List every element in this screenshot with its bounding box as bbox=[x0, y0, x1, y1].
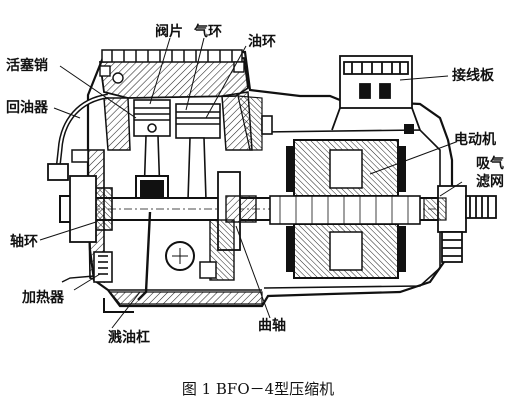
cylinder-wall-left bbox=[103, 97, 131, 151]
label-suction-1: 吸气 bbox=[476, 156, 504, 172]
label-shaft-ring: 轴环 bbox=[10, 234, 38, 250]
crankcase-wall bbox=[237, 95, 263, 151]
label-terminal-board: 接线板 bbox=[452, 68, 494, 84]
piston-left bbox=[133, 99, 171, 137]
label-splash-rod: 溅油杠 bbox=[108, 330, 150, 346]
suction-inlet bbox=[437, 185, 497, 263]
leader-lines bbox=[39, 37, 463, 329]
suction-filter-screen bbox=[423, 197, 447, 221]
bottom-hatch bbox=[108, 291, 263, 305]
figure-caption: 图 1 BFO－4型压缩机 bbox=[181, 380, 335, 398]
motor-stator bbox=[293, 139, 399, 279]
label-motor: 电动机 bbox=[454, 132, 496, 148]
label-oil-return: 回油器 bbox=[6, 100, 48, 116]
label-oil-ring: 油环 bbox=[248, 34, 276, 50]
oil-return-fitting bbox=[47, 163, 69, 181]
head-ribs bbox=[101, 49, 243, 63]
label-crankshaft: 曲轴 bbox=[258, 318, 286, 334]
lower-block bbox=[209, 219, 235, 281]
label-heater: 加热器 bbox=[22, 290, 64, 306]
label-piston-pin: 活塞销 bbox=[6, 58, 48, 74]
label-suction-2: 滤网 bbox=[476, 174, 504, 190]
heater bbox=[61, 251, 113, 283]
connecting-rod-right bbox=[187, 137, 207, 201]
head-bolts bbox=[99, 61, 245, 84]
motor-rotor bbox=[269, 195, 421, 225]
label-gas-ring: 气环 bbox=[194, 24, 222, 40]
splash-rod bbox=[137, 211, 152, 301]
front-bearing bbox=[69, 175, 97, 243]
terminal-box bbox=[331, 55, 421, 131]
piston-right bbox=[175, 103, 221, 139]
motor-windings bbox=[286, 146, 406, 272]
plug bbox=[261, 115, 273, 135]
label-valve-plate: 阀片 bbox=[155, 24, 183, 40]
bearing bbox=[225, 195, 257, 223]
